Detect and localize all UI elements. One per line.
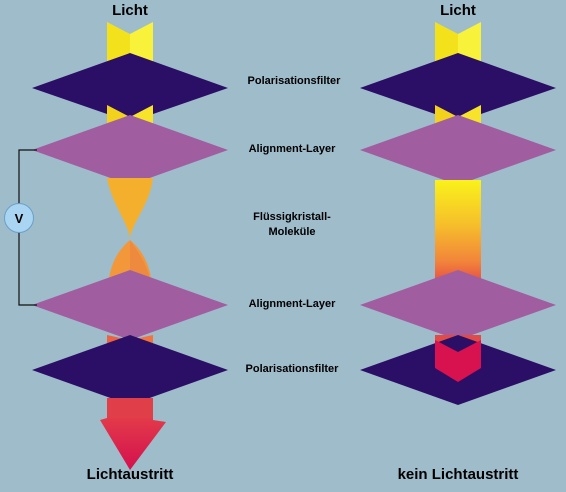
light-label-left: Licht: [112, 2, 148, 19]
liquid-crystal-helix: [107, 178, 153, 240]
blocked-light-right: [435, 340, 481, 382]
alignment-bottom-left: [32, 270, 228, 340]
voltage-source-icon: V: [4, 203, 34, 233]
polarizer-top-right: [360, 53, 556, 122]
liquid-crystal-label-line2: Moleküle: [268, 226, 316, 238]
alignment-top-right: [360, 115, 556, 185]
exit-arrow-left: [100, 418, 166, 470]
liquid-crystal-label-line1: Flüssigkristall-: [253, 211, 331, 223]
light-label-right: Licht: [440, 2, 476, 19]
alignment-top-left: [32, 115, 228, 185]
exit-beam-left: [107, 398, 153, 418]
polarizer-top-label: Polarisationsfilter: [247, 75, 341, 87]
light-exit-label: Lichtaustritt: [86, 466, 174, 483]
left-stack: [32, 22, 228, 470]
no-light-exit-label: kein Lichtaustritt: [397, 466, 519, 483]
polarizer-bottom-label: Polarisationsfilter: [245, 363, 339, 375]
alignment-bottom-right: [360, 270, 556, 340]
voltage-label: V: [14, 210, 24, 226]
alignment-top-label: Alignment-Layer: [248, 143, 336, 155]
polarizer-top-left: [32, 53, 228, 122]
polarizer-bottom-left: [32, 335, 228, 405]
right-stack: [360, 22, 556, 405]
alignment-bottom-label: Alignment-Layer: [248, 298, 336, 310]
